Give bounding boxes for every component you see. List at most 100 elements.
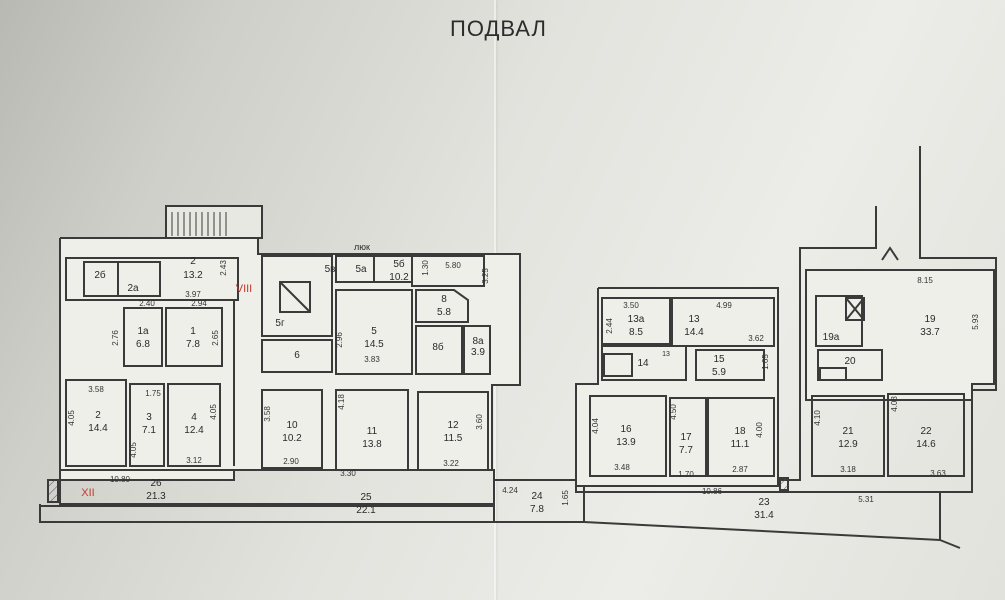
dimension: 5.80 xyxy=(445,261,461,270)
room-number: 5б xyxy=(393,258,405,270)
dimension: 4.24 xyxy=(502,486,518,495)
room-number: 22 xyxy=(920,426,932,437)
room-number: 14 xyxy=(637,358,649,369)
room-area: 5.9 xyxy=(712,367,726,378)
room-area: 14.5 xyxy=(364,339,384,350)
room-number: 1а xyxy=(137,326,149,337)
room-number: 16 xyxy=(620,424,632,435)
room-area: 14.4 xyxy=(88,423,108,434)
room-area: 3.9 xyxy=(471,347,485,358)
dimension: 2.87 xyxy=(732,465,748,474)
dimension: 2.76 xyxy=(111,330,120,346)
right-block xyxy=(779,146,997,493)
room-area: 7.8 xyxy=(186,339,200,350)
room-area: 11.5 xyxy=(444,433,463,444)
room-number: 19 xyxy=(924,314,936,325)
dimension: 1.30 xyxy=(421,260,430,276)
dimension: 3.58 xyxy=(88,385,104,394)
dimension: 3.50 xyxy=(623,301,639,310)
room-number: 2 xyxy=(95,410,101,421)
room-number: 1 xyxy=(190,326,196,337)
dimension: 2.43 xyxy=(219,260,228,276)
room-number: 8 xyxy=(441,294,447,305)
room-number: 4 xyxy=(191,412,197,423)
room-number: 5в xyxy=(325,264,336,275)
room-number: 3 xyxy=(146,412,152,423)
dimension: 2.94 xyxy=(191,299,207,308)
room-area: 6.8 xyxy=(136,339,150,350)
dimension: 3.30 xyxy=(340,469,356,478)
dimension: 3.18 xyxy=(840,465,856,474)
room-number: 13а xyxy=(628,314,645,325)
room-number: 24 xyxy=(531,491,543,502)
room-area: 13.9 xyxy=(616,437,636,448)
dimension: 3.83 xyxy=(364,355,380,364)
dimension: 3.97 xyxy=(185,290,201,299)
room-number: 5а xyxy=(355,264,367,275)
room-number: 19а xyxy=(823,332,840,343)
room-number: 13 xyxy=(688,314,700,325)
dimension: 4.99 xyxy=(716,301,732,310)
hatch-label: люк xyxy=(354,242,370,252)
dimension: 4.05 xyxy=(67,410,76,426)
room-number: 8а xyxy=(472,336,484,347)
dimension: 4.18 xyxy=(337,394,346,410)
plan-title: ПОДВАЛ xyxy=(450,16,547,41)
room-number: 2 xyxy=(190,256,196,267)
dimension: 3.63 xyxy=(930,469,946,478)
room-area: 7.7 xyxy=(679,445,693,456)
room-area: 21.3 xyxy=(146,491,166,502)
room-number: 6 xyxy=(294,350,300,361)
dimension: 3.62 xyxy=(748,334,764,343)
room-number: 10 xyxy=(286,420,298,431)
room-number: 8б xyxy=(432,341,444,353)
room-area: 13.2 xyxy=(183,270,203,281)
room-area: 8.5 xyxy=(629,327,643,338)
dimension: 4.05 xyxy=(209,404,218,420)
dimension: 5.31 xyxy=(858,495,874,504)
dimension: 4.05 xyxy=(129,442,138,458)
room-area: 10.2 xyxy=(389,272,409,283)
room-area: 7.1 xyxy=(142,425,156,436)
dimension: 4.50 xyxy=(669,404,678,420)
dimension: 3.58 xyxy=(263,406,272,422)
dimension: 1.75 xyxy=(145,389,161,398)
room-area: 7.8 xyxy=(530,504,544,515)
room-number: 17 xyxy=(680,432,692,443)
room-area: 22.1 xyxy=(356,505,376,516)
room-labels: 2б 2а 2 13.2 1а 6.8 1 7.8 2 14.4 3 7.1 4… xyxy=(88,256,940,521)
dimension: 2.90 xyxy=(283,457,299,466)
dimension-labels: 2.43 3.97 2.40 2.94 2.76 2.65 3.58 1.75 … xyxy=(67,260,980,506)
room-number: 26 xyxy=(150,478,162,489)
dimension: 3.60 xyxy=(475,414,484,430)
dimension: 2.44 xyxy=(605,318,614,334)
dimension: 2.96 xyxy=(335,332,344,348)
left-block xyxy=(40,205,521,507)
dimension: 1.65 xyxy=(761,354,770,370)
room-number: 25 xyxy=(360,492,372,503)
dimension: 4.10 xyxy=(813,410,822,426)
room-area: 12.9 xyxy=(838,439,858,450)
other-labels: люк VIII XII 13 xyxy=(81,242,670,499)
dimension: 4.04 xyxy=(591,418,600,434)
dimension: 4.08 xyxy=(890,396,899,412)
room-number: 11 xyxy=(367,426,378,437)
room-number: 18 xyxy=(734,426,746,437)
dimension: 3.22 xyxy=(443,459,459,468)
dimension: 3.25 xyxy=(481,268,490,284)
dimension: 2.65 xyxy=(211,330,220,346)
dimension: 3.12 xyxy=(186,456,202,465)
dimension: 8.15 xyxy=(917,276,933,285)
room-area: 10.2 xyxy=(282,433,302,444)
bottom-corridor xyxy=(39,479,961,549)
room-number: 2а xyxy=(127,283,139,294)
room-area: 12.4 xyxy=(184,425,204,436)
room-number: 5 xyxy=(371,326,377,337)
dimension: 1.70 xyxy=(678,470,694,479)
room-number: 2б xyxy=(94,269,106,281)
roman-numeral-label: VIII xyxy=(236,283,253,295)
dimension: 10.80 xyxy=(110,475,131,484)
room-area: 13.8 xyxy=(362,439,382,450)
room-area: 33.7 xyxy=(920,327,940,338)
